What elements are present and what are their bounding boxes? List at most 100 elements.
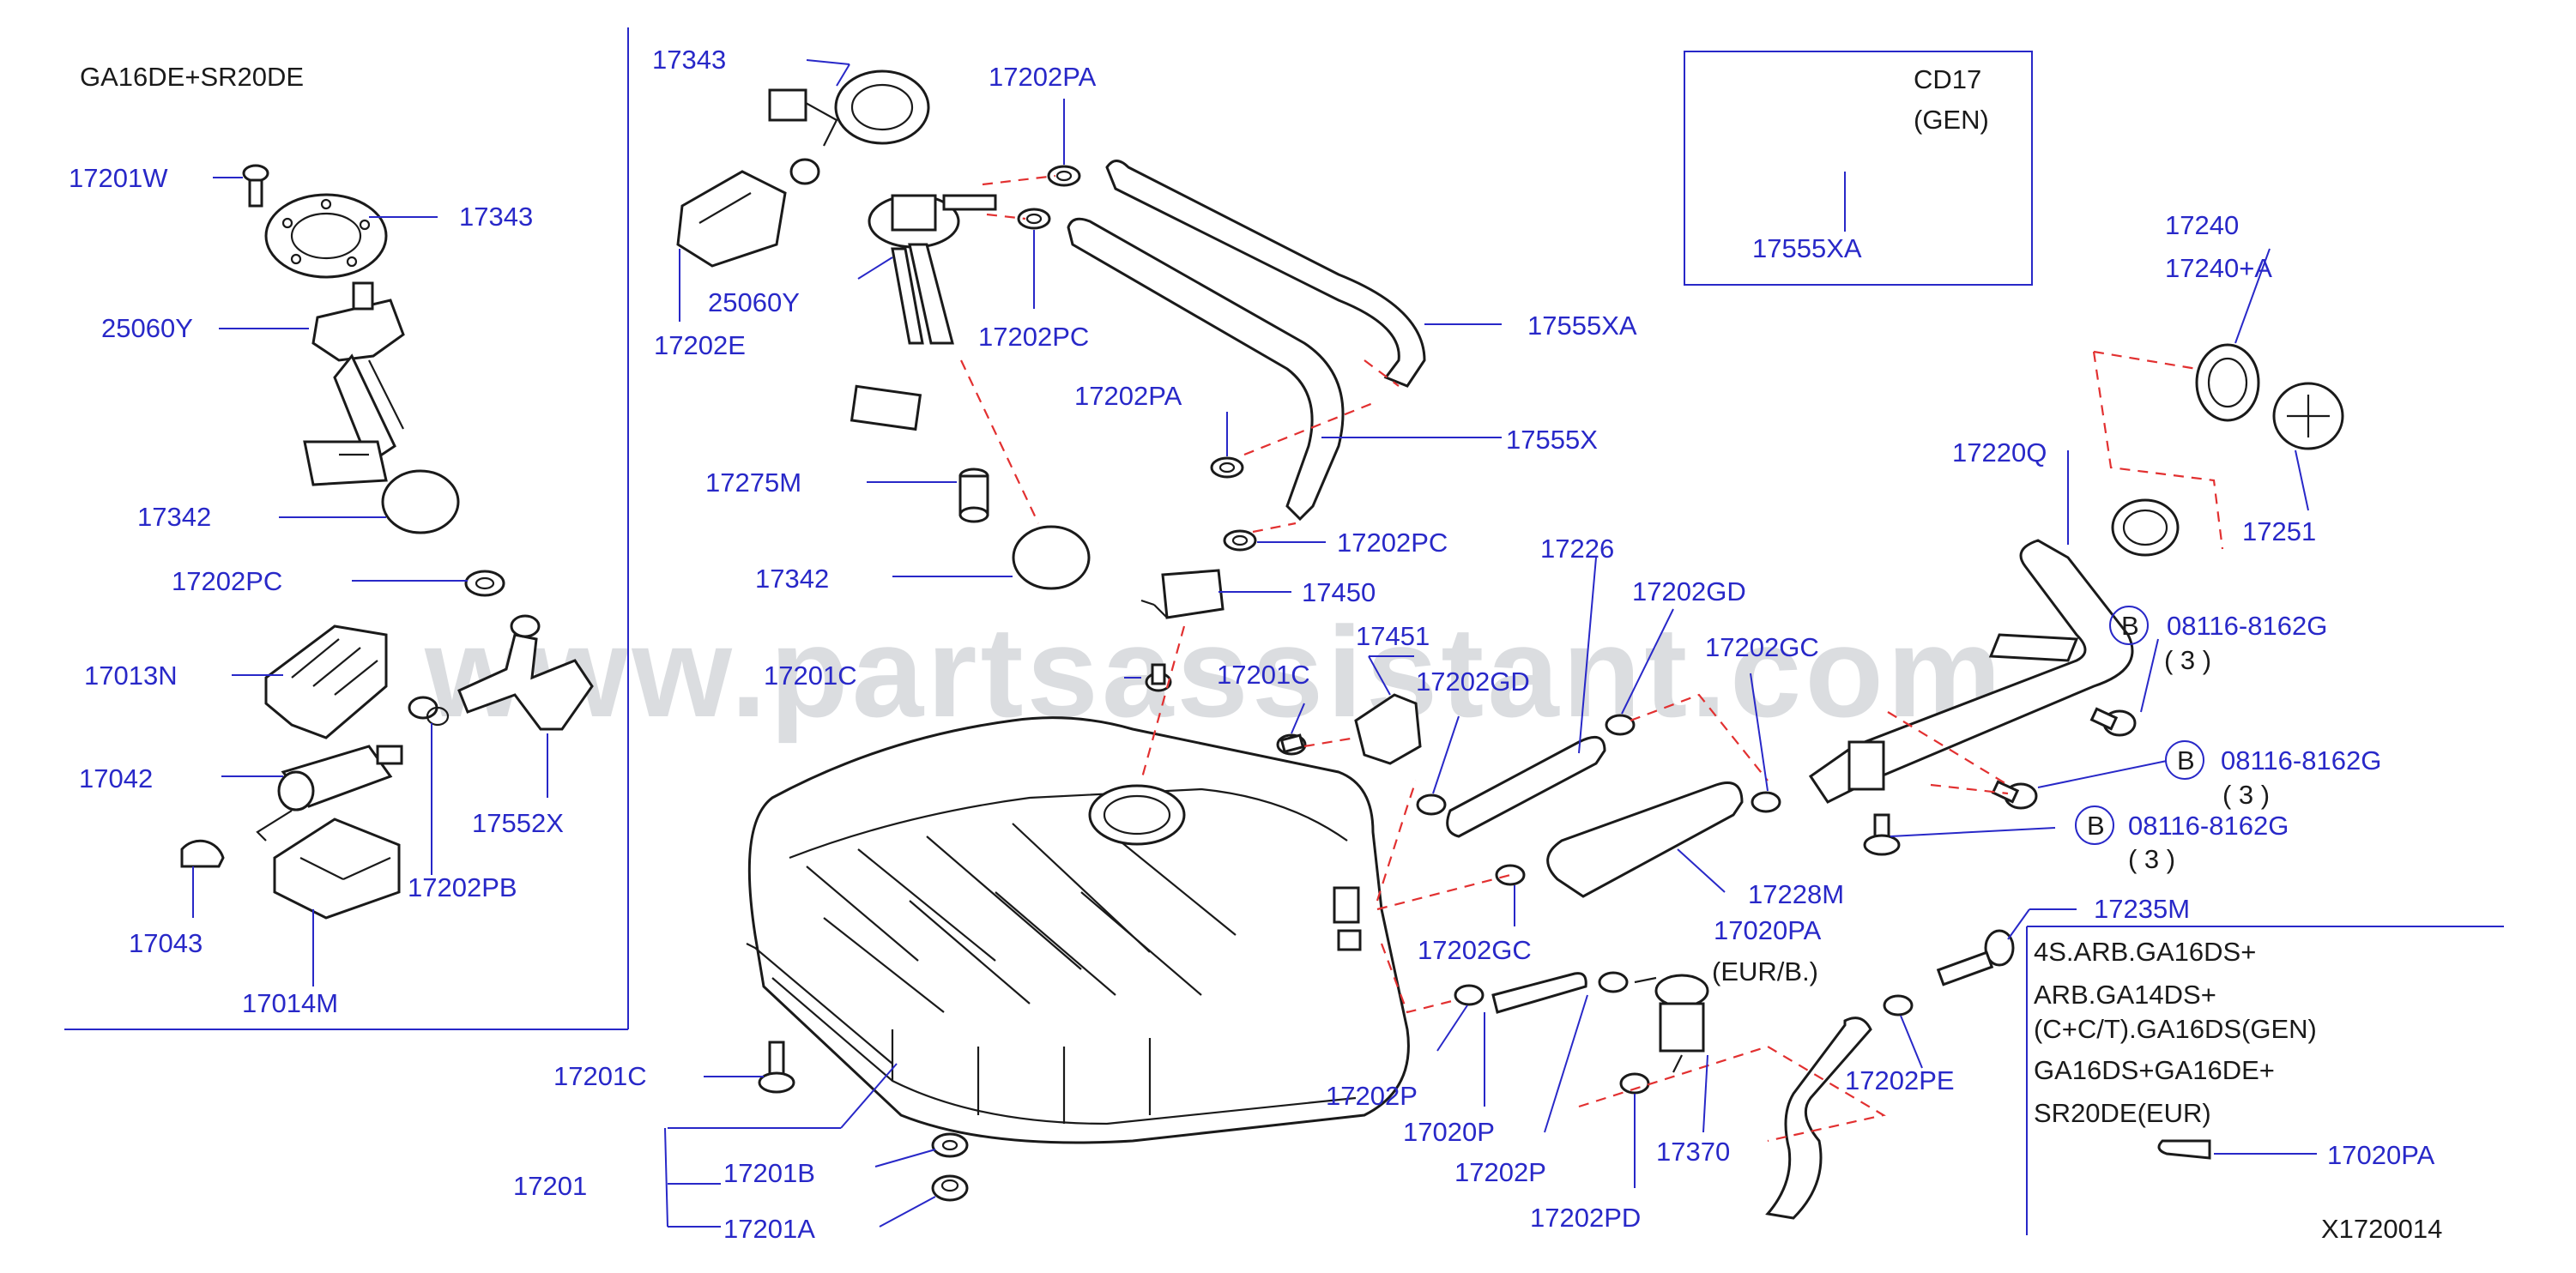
part-label-17020p[interactable]: 17020P bbox=[1403, 1117, 1495, 1147]
filler-drawings bbox=[1416, 343, 2344, 1220]
part-label-17013n[interactable]: 17013N bbox=[84, 661, 178, 691]
part-label-17450[interactable]: 17450 bbox=[1302, 577, 1376, 607]
hose-clip-icon bbox=[1047, 165, 1081, 187]
part-label-25060y[interactable]: 25060Y bbox=[708, 287, 800, 317]
part-label-17240a[interactable]: 17240+A bbox=[2165, 253, 2272, 283]
bracket-icon bbox=[1161, 569, 1225, 619]
filter-disc-icon bbox=[1012, 525, 1091, 590]
part-label-17020pa[interactable]: 17020PA bbox=[2327, 1140, 2435, 1170]
fuel-cap-icon bbox=[2272, 382, 2344, 450]
part-label-17235m[interactable]: 17235M bbox=[2094, 894, 2190, 924]
filler-collar-icon bbox=[2195, 343, 2260, 422]
part-label-17042[interactable]: 17042 bbox=[79, 763, 153, 793]
diagram-id: X1720014 bbox=[2321, 1214, 2442, 1244]
leader-lines bbox=[192, 59, 2317, 1228]
part-label-17555x[interactable]: 17555X bbox=[1506, 425, 1598, 455]
bolt-qty: ( 3 ) bbox=[2128, 844, 2175, 874]
part-label-17201w[interactable]: 17201W bbox=[69, 163, 168, 193]
part-label-17228m[interactable]: 17228M bbox=[1748, 879, 1844, 909]
part-label-17202pa[interactable]: 17202PA bbox=[1074, 381, 1182, 411]
variant-note-line5: SR20DE(EUR) bbox=[2034, 1098, 2211, 1128]
fuel-pump-unit-icon bbox=[303, 281, 405, 486]
hose-clip-icon bbox=[1751, 791, 1781, 813]
bolt-icon bbox=[1863, 813, 1901, 856]
part-label-17201c[interactable]: 17201C bbox=[1217, 660, 1310, 690]
watermark: www.partsassistant.com bbox=[424, 600, 2005, 744]
inset-frame bbox=[64, 27, 629, 1030]
part-label-17201[interactable]: 17201 bbox=[513, 1171, 587, 1201]
part-label-17014m[interactable]: 17014M bbox=[242, 988, 338, 1018]
part-label-17370[interactable]: 17370 bbox=[1656, 1137, 1730, 1167]
part-label-17552x[interactable]: 17552X bbox=[472, 808, 564, 838]
part-label-17202gc[interactable]: 17202GC bbox=[1705, 632, 1819, 662]
part-label-17202pc[interactable]: 17202PC bbox=[978, 322, 1089, 352]
part-label-17555xa[interactable]: 17555XA bbox=[1527, 311, 1637, 341]
part-label-17343[interactable]: 17343 bbox=[652, 45, 726, 75]
part-label-17043[interactable]: 17043 bbox=[129, 928, 203, 958]
bolt-marker: B bbox=[2121, 611, 2139, 641]
hose-clip-icon bbox=[1598, 971, 1629, 993]
variant-note-line4: GA16DS+GA16DE+ bbox=[2034, 1055, 2275, 1085]
box-note-line2: (GEN) bbox=[1914, 105, 1989, 135]
part-label-08116-8162g[interactable]: 08116-8162G bbox=[2167, 611, 2327, 641]
part-label-17020pa[interactable]: 17020PA bbox=[1714, 915, 1822, 945]
pump-bracket-icon bbox=[264, 624, 388, 739]
inset-title: GA16DE+SR20DE bbox=[80, 62, 304, 92]
pump-holder-icon bbox=[273, 817, 401, 920]
part-label-17220q[interactable]: 17220Q bbox=[1952, 437, 2047, 468]
strainer-icon bbox=[958, 468, 989, 523]
vent-hose-icon bbox=[2157, 1139, 2211, 1160]
part-label-17226[interactable]: 17226 bbox=[1540, 534, 1614, 564]
part-label-17201b[interactable]: 17201B bbox=[723, 1158, 815, 1188]
part-label-08116-8162g[interactable]: 08116-8162G bbox=[2128, 811, 2289, 841]
part-label-17342[interactable]: 17342 bbox=[137, 502, 211, 532]
part-label-17202gd[interactable]: 17202GD bbox=[1632, 576, 1746, 606]
part-label-17202gd[interactable]: 17202GD bbox=[1416, 667, 1530, 697]
connection-lines bbox=[960, 174, 2224, 1143]
part-label-25060y[interactable]: 25060Y bbox=[101, 313, 193, 343]
part-label-17202pd[interactable]: 17202PD bbox=[1530, 1203, 1641, 1233]
part-label-17202pb[interactable]: 17202PB bbox=[408, 872, 517, 902]
part-label-17342[interactable]: 17342 bbox=[755, 564, 829, 594]
drain-hose-icon bbox=[1765, 1017, 1872, 1220]
hose-clip-icon bbox=[1454, 984, 1485, 1006]
hose-clip-icon bbox=[464, 570, 505, 597]
hose-clip-icon bbox=[1416, 793, 1447, 816]
lock-ring-icon bbox=[834, 69, 930, 145]
part-label-17251[interactable]: 17251 bbox=[2242, 516, 2316, 546]
bolt-icon bbox=[2089, 707, 2137, 737]
part-label-17201c[interactable]: 17201C bbox=[764, 661, 857, 691]
breather-hose-icon bbox=[1446, 735, 1606, 838]
part-label-17451[interactable]: 17451 bbox=[1356, 621, 1430, 651]
hose-clip-icon bbox=[1210, 456, 1244, 479]
screw-icon bbox=[242, 164, 269, 208]
hose-clip-icon bbox=[1883, 994, 1914, 1017]
part-label-17202gc[interactable]: 17202GC bbox=[1418, 935, 1532, 965]
connector-icon bbox=[768, 88, 807, 122]
part-label-17202e[interactable]: 17202E bbox=[654, 330, 746, 360]
part-label-17202pc[interactable]: 17202PC bbox=[1337, 528, 1448, 558]
part-label-17201a[interactable]: 17201A bbox=[723, 1214, 815, 1244]
filler-tube-icon bbox=[1808, 539, 2134, 804]
part-label-17275m[interactable]: 17275M bbox=[705, 468, 801, 498]
hose-clip-icon bbox=[1495, 864, 1526, 886]
part-label-17201c[interactable]: 17201C bbox=[553, 1061, 647, 1091]
part-label-17240[interactable]: 17240 bbox=[2165, 210, 2239, 240]
part-label-17555xa[interactable]: 17555XA bbox=[1752, 233, 1862, 263]
variant-note-line2: ARB.GA14DS+ bbox=[2034, 980, 2216, 1010]
fuel-hose-icon bbox=[1067, 217, 1345, 522]
gasket-ring-icon bbox=[264, 193, 388, 279]
part-label-08116-8162g[interactable]: 08116-8162G bbox=[2221, 745, 2381, 775]
part-label-17202pc[interactable]: 17202PC bbox=[172, 566, 282, 596]
bolt-icon bbox=[758, 1041, 795, 1094]
part-label-17202pa[interactable]: 17202PA bbox=[989, 62, 1097, 92]
part-label-17202pe[interactable]: 17202PE bbox=[1845, 1065, 1955, 1095]
hose-clip-icon bbox=[1223, 529, 1257, 552]
part-label-17343[interactable]: 17343 bbox=[459, 202, 533, 232]
variant-note-frame bbox=[2026, 926, 2504, 1235]
part-label-17202p[interactable]: 17202P bbox=[1326, 1081, 1418, 1111]
bracket-icon bbox=[1354, 693, 1422, 765]
nut-icon bbox=[931, 1174, 969, 1202]
evap-valve-icon bbox=[1634, 974, 1709, 1073]
part-label-17202p[interactable]: 17202P bbox=[1454, 1157, 1546, 1187]
